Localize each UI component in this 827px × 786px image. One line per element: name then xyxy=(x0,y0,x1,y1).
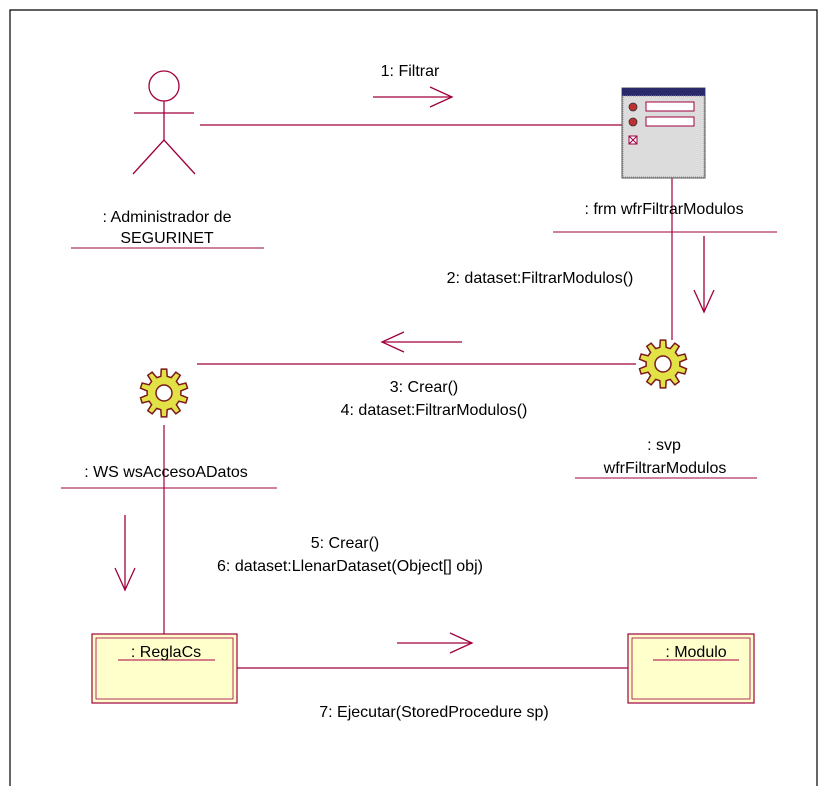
arrow-left-icon xyxy=(380,331,462,353)
gear-icon xyxy=(638,339,688,389)
message-3-label: 3: Crear() xyxy=(390,379,458,396)
diagram-frame xyxy=(9,9,818,786)
message-7-label: 7: Ejecutar(StoredProcedure sp) xyxy=(319,704,548,721)
arrow-down-icon xyxy=(114,515,136,592)
message-5-label: 5: Crear() xyxy=(311,535,379,552)
links xyxy=(163,124,673,669)
actor-icon xyxy=(132,70,196,175)
form-icon xyxy=(621,87,706,179)
message-2-label: 2: dataset:FiltrarModulos() xyxy=(447,270,634,287)
message-arrows xyxy=(114,86,715,654)
actor-label-line2: SEGURINET xyxy=(120,230,214,247)
reglacs-box xyxy=(91,633,238,704)
reglacs-label: : ReglaCs xyxy=(131,644,201,661)
message-1-label: 1: Filtrar xyxy=(381,63,440,80)
arrow-down-icon xyxy=(693,236,715,314)
gear-icon xyxy=(139,368,189,418)
svp-label-line1: : svp xyxy=(647,437,681,454)
message-4-label: 4: dataset:FiltrarModulos() xyxy=(341,402,528,419)
actor-label-line1: : Administrador de xyxy=(103,209,232,226)
modulo-label: : Modulo xyxy=(665,644,726,661)
gear-hole xyxy=(155,384,173,402)
form-label: : frm wfrFiltrarModulos xyxy=(584,201,743,218)
svp-label-line2: wfrFiltrarModulos xyxy=(603,460,727,477)
gear-hole xyxy=(654,355,672,373)
arrow-right-icon xyxy=(373,86,454,108)
modulo-box xyxy=(627,633,755,704)
message-6-label: 6: dataset:LlenarDataset(Object[] obj) xyxy=(217,558,483,575)
arrow-right-icon xyxy=(397,632,474,654)
ws-label: : WS wsAccesoADatos xyxy=(84,464,248,481)
